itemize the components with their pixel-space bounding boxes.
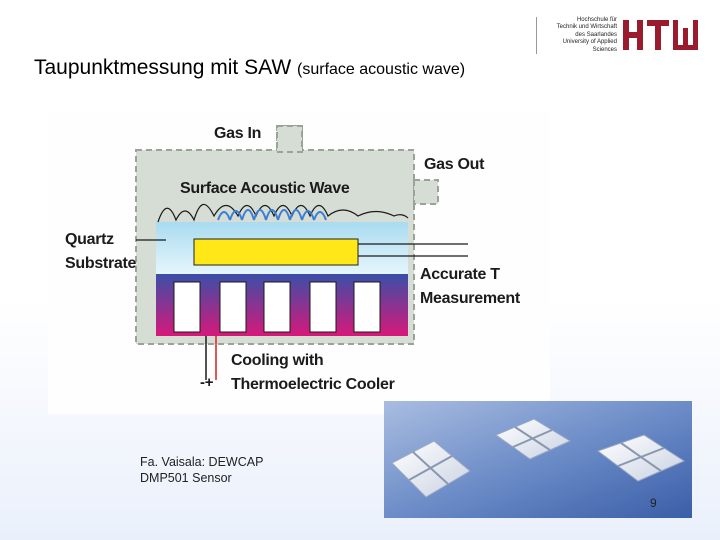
title-main: Taupunktmessung mit SAW bbox=[34, 56, 292, 79]
gas-in-port bbox=[276, 125, 303, 153]
cooler-fins bbox=[173, 281, 381, 333]
logo-line-1: Hochschule für bbox=[576, 17, 617, 23]
label-measurement: Measurement bbox=[420, 290, 520, 307]
label-polarity: -+ bbox=[200, 374, 214, 391]
gas-out-port bbox=[413, 179, 439, 205]
sensor-chip-left bbox=[391, 440, 471, 498]
sensor-chip-right bbox=[596, 434, 686, 482]
sensor-photo bbox=[384, 401, 692, 518]
label-thermoelectric-cooler: Thermoelectric Cooler bbox=[231, 376, 395, 393]
sensor-chip-middle bbox=[494, 418, 572, 460]
logo-line-2: Technik und Wirtschaft bbox=[556, 24, 617, 31]
title-subtitle: (surface acoustic wave) bbox=[297, 61, 466, 78]
page-number: 9 bbox=[650, 496, 657, 510]
label-substrate: Substrate bbox=[65, 255, 137, 272]
slide-title: Taupunktmessung mit SAW (surface acousti… bbox=[34, 56, 465, 80]
wave-crests bbox=[217, 209, 327, 221]
label-quartz: Quartz bbox=[65, 231, 114, 248]
sensor-caption: Fa. Vaisala: DEWCAP DMP501 Sensor bbox=[140, 454, 263, 486]
label-gas-in: Gas In bbox=[214, 125, 262, 142]
htw-logo-mark bbox=[623, 18, 703, 57]
caption-line-2: DMP501 Sensor bbox=[140, 471, 232, 485]
logo-line-3: des Saarlandes bbox=[575, 31, 617, 38]
acoustic-wave bbox=[157, 203, 409, 223]
caption-line-1: Fa. Vaisala: DEWCAP bbox=[140, 455, 264, 469]
label-cooling-with: Cooling with bbox=[231, 352, 324, 369]
logo-line-4: University of Applied Sciences bbox=[562, 39, 617, 53]
label-surface-acoustic-wave: Surface Acoustic Wave bbox=[180, 180, 350, 197]
label-accurate-t: Accurate T bbox=[420, 266, 500, 283]
label-gas-out: Gas Out bbox=[424, 156, 485, 173]
saw-electrode bbox=[193, 238, 359, 266]
saw-sensor-diagram: Gas In Gas Out Surface Acoustic Wave Qua… bbox=[48, 112, 550, 414]
htw-logo-text: Hochschule für Technik und Wirtschaft de… bbox=[536, 17, 617, 55]
